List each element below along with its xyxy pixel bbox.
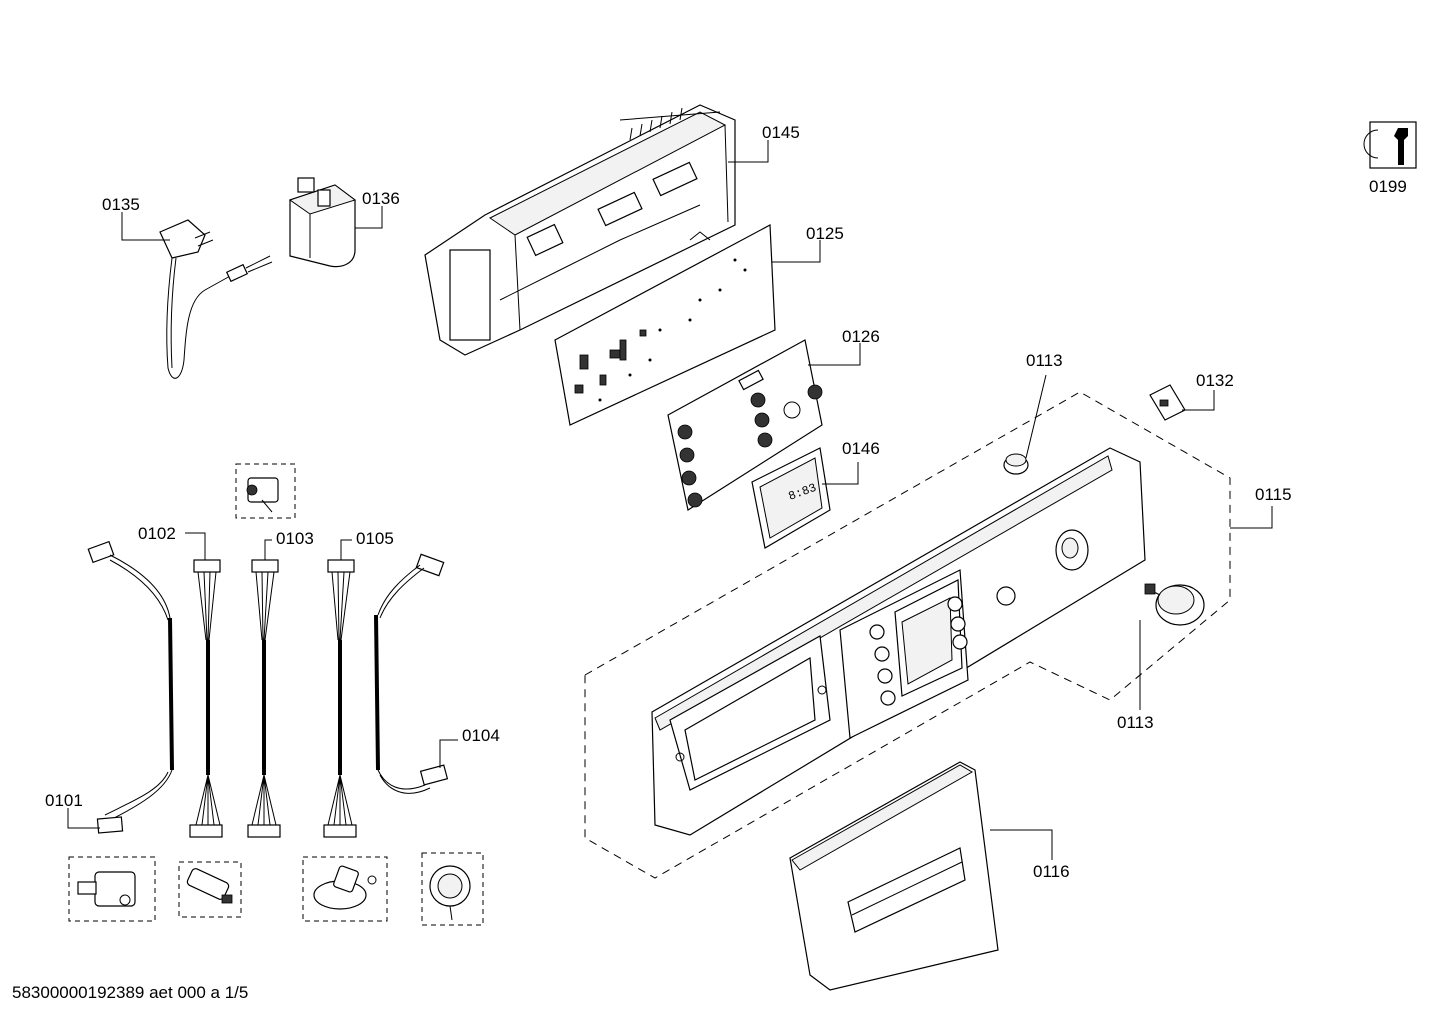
wire-harness-0105[interactable] bbox=[323, 559, 357, 838]
control-panel-fascia[interactable] bbox=[651, 447, 1146, 836]
label-0136: 0136 bbox=[362, 189, 400, 208]
label-0132: 0132 bbox=[1196, 371, 1234, 390]
label-0102: 0102 bbox=[138, 524, 176, 543]
knob-button-0113-top[interactable] bbox=[1003, 453, 1029, 475]
label-0103: 0103 bbox=[276, 529, 314, 548]
wire-harness-0104[interactable] bbox=[374, 553, 449, 794]
leader-0145 bbox=[728, 140, 769, 163]
label-0116: 0116 bbox=[1033, 862, 1070, 881]
leader-0115 bbox=[1230, 506, 1273, 529]
document-reference: 58300000192389 aet 000 a 1/5 bbox=[12, 983, 248, 1002]
housing-frame-0145[interactable] bbox=[424, 104, 736, 356]
leader-0146 bbox=[822, 462, 859, 485]
wire-harness-0101[interactable] bbox=[87, 540, 174, 834]
leader-0104 bbox=[439, 739, 458, 768]
label-0126: 0126 bbox=[842, 327, 880, 346]
leader-0136 bbox=[355, 206, 383, 229]
leader-0116 bbox=[990, 829, 1053, 860]
label-0135: 0135 bbox=[102, 195, 140, 214]
leader-0135 bbox=[121, 212, 170, 241]
power-cord-0135[interactable] bbox=[159, 219, 273, 379]
label-0104: 0104 bbox=[462, 726, 500, 745]
drawer-handle-0116[interactable] bbox=[789, 761, 999, 991]
label-0125: 0125 bbox=[806, 224, 844, 243]
label-0101: 0101 bbox=[45, 791, 83, 810]
assembly-outline-0115 bbox=[584, 391, 1231, 879]
label-0115: 0115 bbox=[1255, 485, 1292, 504]
leader-0125 bbox=[772, 240, 821, 263]
control-pcb-0126[interactable] bbox=[667, 339, 823, 511]
motor-actuator-subpart[interactable] bbox=[302, 856, 388, 922]
leader-0132 bbox=[1182, 390, 1215, 411]
label-0145: 0145 bbox=[762, 123, 800, 142]
label-0113-bottom: 0113 bbox=[1117, 713, 1154, 732]
label-0113-top: 0113 bbox=[1026, 351, 1063, 370]
latch-0132[interactable] bbox=[1149, 384, 1186, 421]
display-window-0146[interactable]: 8:83 bbox=[751, 447, 831, 549]
heater-sensor-subpart[interactable] bbox=[178, 861, 242, 918]
wrench-service-icon[interactable] bbox=[1363, 121, 1417, 169]
main-pcb-0125[interactable] bbox=[554, 224, 776, 426]
pressure-switch-subpart[interactable] bbox=[421, 852, 484, 926]
label-0146: 0146 bbox=[842, 439, 880, 458]
wire-harness-0103[interactable] bbox=[247, 559, 281, 838]
label-0105: 0105 bbox=[356, 529, 394, 548]
leader-0126 bbox=[808, 343, 861, 366]
inlet-valve-subpart[interactable] bbox=[68, 856, 156, 922]
interference-filter-0136[interactable] bbox=[288, 177, 357, 268]
label-0199: 0199 bbox=[1369, 177, 1407, 196]
leader-0113-top bbox=[1025, 374, 1047, 459]
leader-0101 bbox=[67, 808, 100, 829]
wire-harness-0102[interactable] bbox=[189, 559, 223, 838]
leader-0103 bbox=[264, 539, 272, 560]
door-lock-subpart[interactable] bbox=[235, 463, 296, 519]
leader-0105 bbox=[340, 539, 352, 560]
program-knob-0113-bottom[interactable] bbox=[1144, 583, 1205, 626]
leader-0102 bbox=[185, 532, 206, 560]
